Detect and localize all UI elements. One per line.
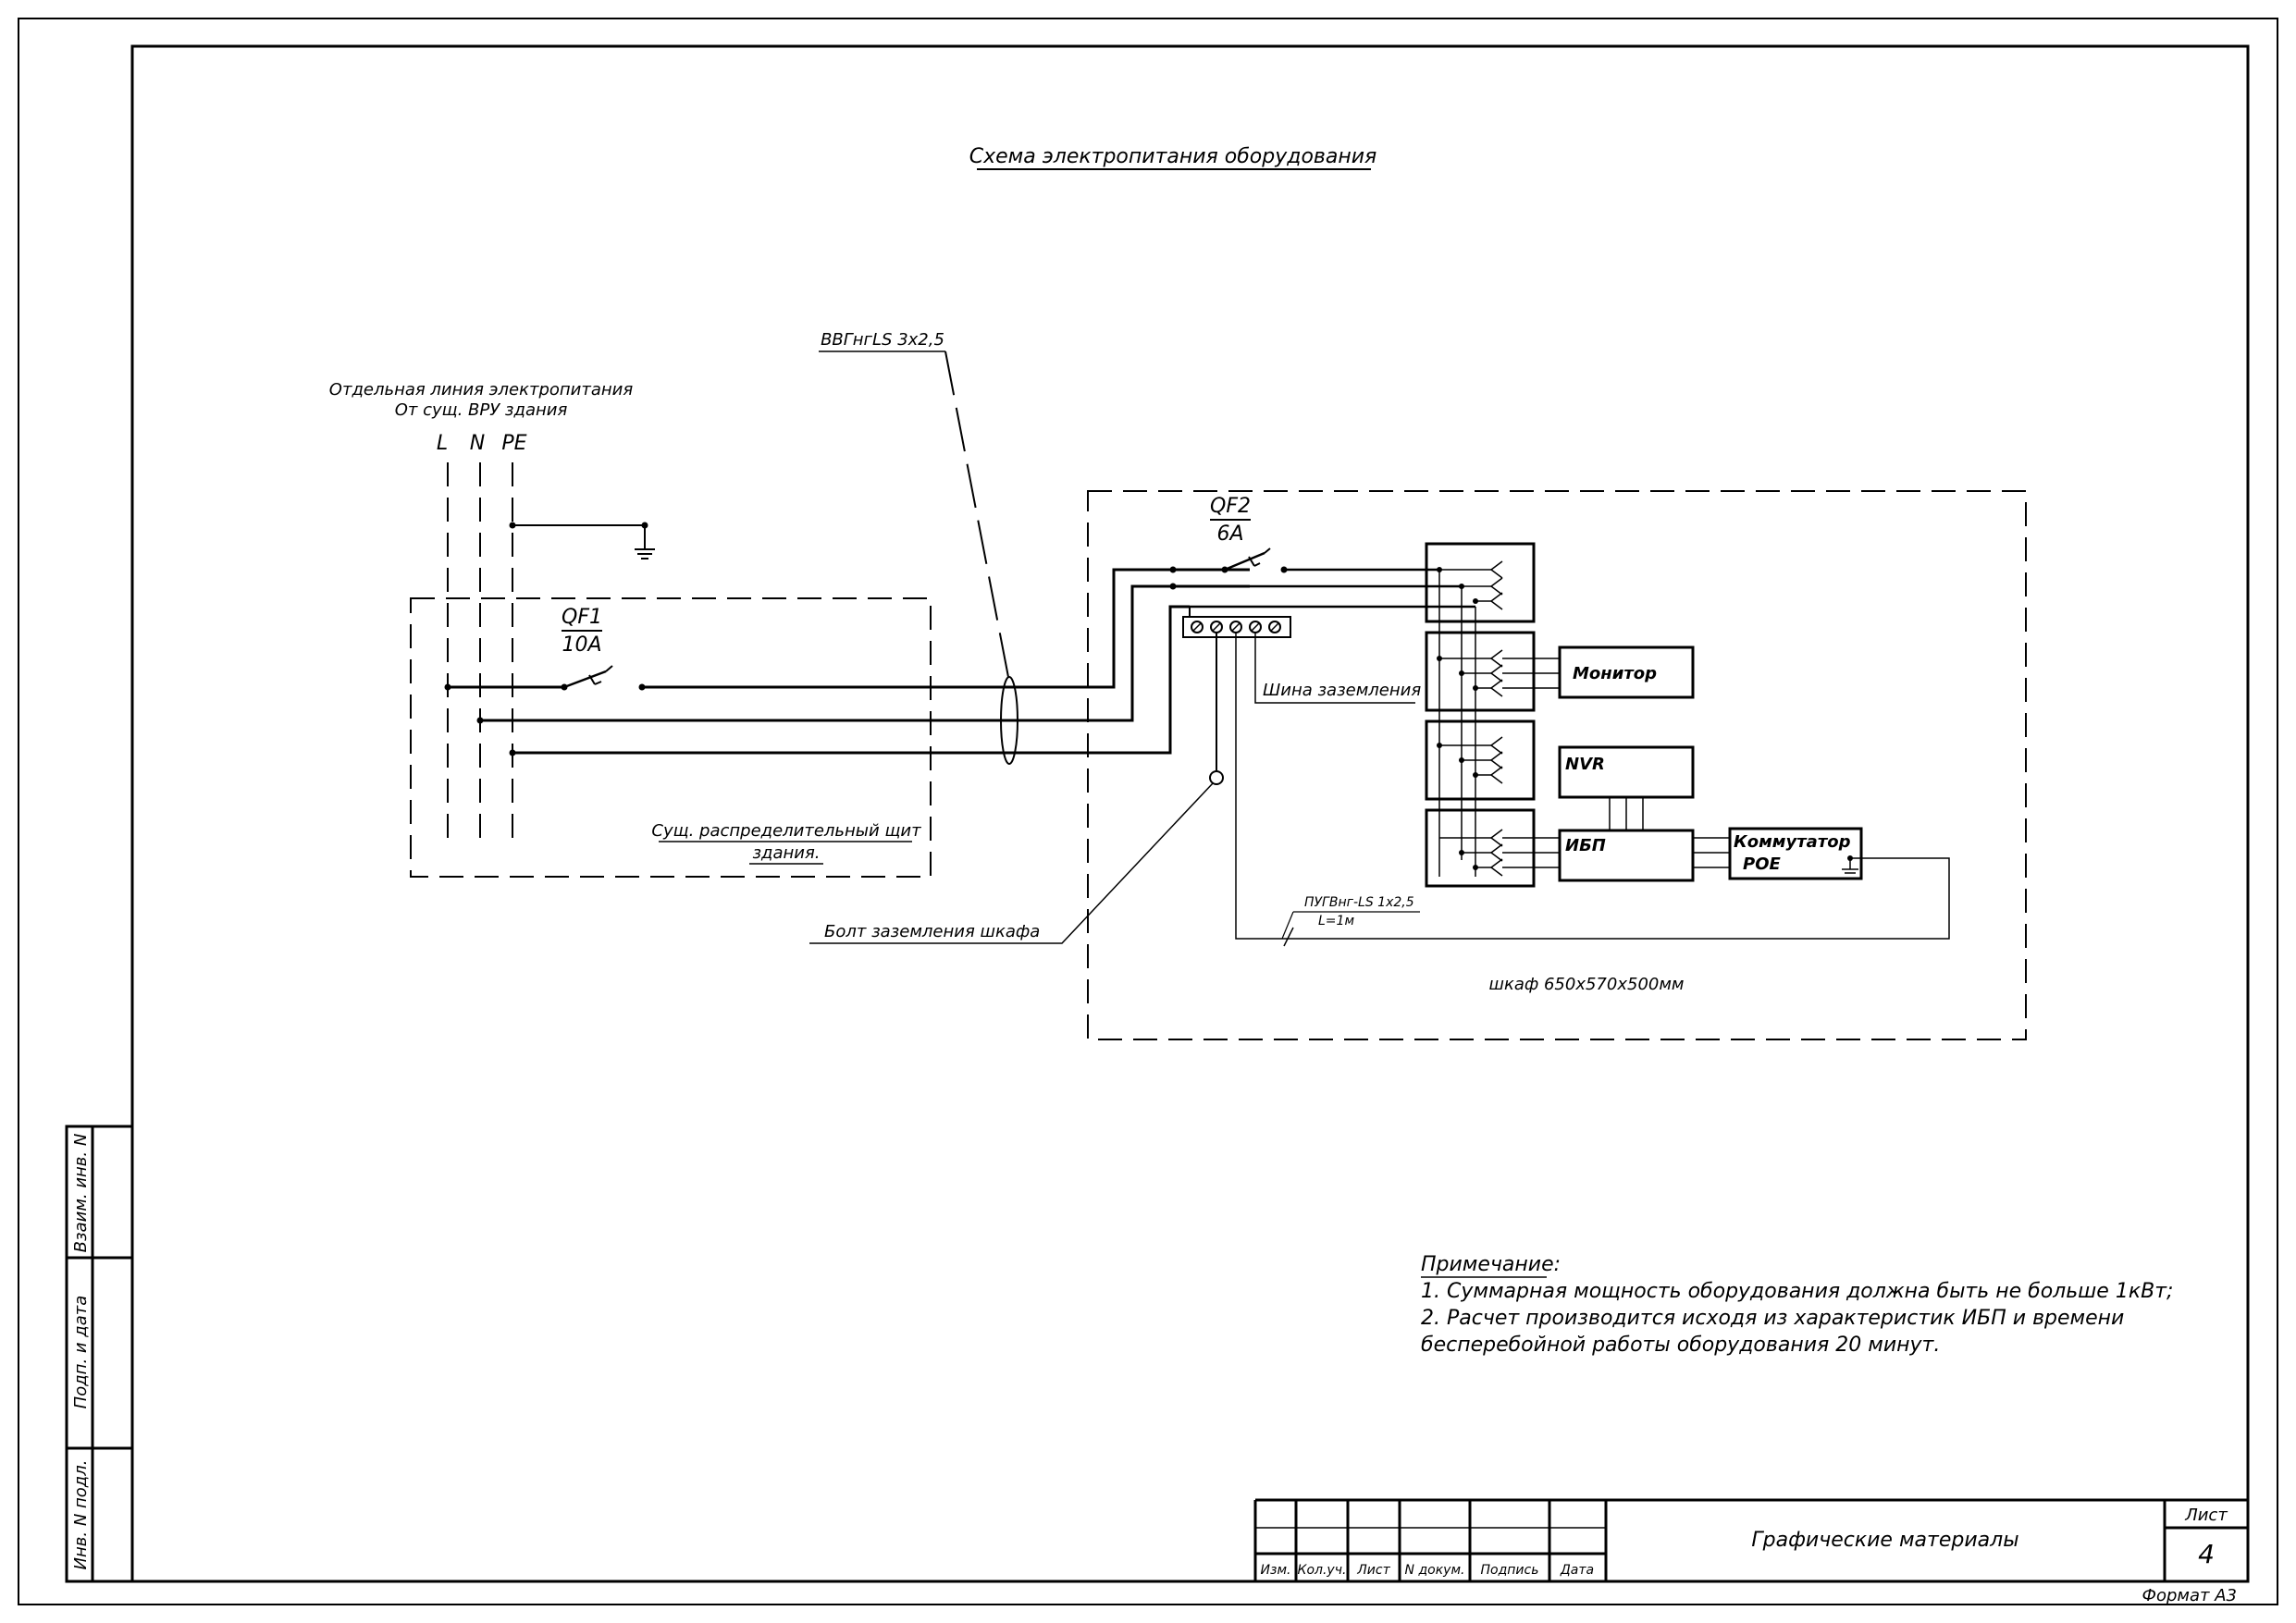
ground-bus	[1182, 616, 1291, 638]
tb-header-data: Дата	[1560, 1563, 1594, 1578]
nvr-label: NVR	[1565, 755, 1605, 774]
monitor-feed	[1502, 658, 1560, 689]
qf1-rating: 10А	[562, 633, 601, 657]
tb-document-name: Графические материалы	[1751, 1529, 2018, 1552]
ground-bus-label: Шина заземления	[1263, 681, 1421, 700]
cabinet-box	[1087, 490, 2027, 1040]
qf1-name: QF1	[562, 606, 602, 629]
ups-feed	[1502, 837, 1560, 868]
title-block-grid	[1253, 1498, 2248, 1581]
tb-header-list: Лист	[1356, 1563, 1390, 1578]
tb-sheet-label: Лист	[2184, 1506, 2228, 1525]
phase-L-label: L	[437, 432, 448, 455]
inner-frame	[130, 44, 2250, 1583]
cabinet-label: шкаф 650х570х500мм	[1488, 975, 1684, 994]
pe-cable-length: L=1м	[1318, 914, 1354, 928]
distribution-dots	[1437, 567, 1478, 870]
note-line1: 1. Суммарная мощность оборудования должн…	[1421, 1280, 2173, 1303]
pe-junction-dot	[509, 522, 516, 529]
ups-switch-link	[1693, 837, 1730, 868]
poe-switch-label-line1: Коммутатор	[1734, 832, 1851, 852]
ground-bolt-label: Болт заземления шкафа	[824, 922, 1040, 941]
format-label: Формат А3	[2142, 1586, 2237, 1605]
tb-header-izm: Изм.	[1261, 1563, 1291, 1578]
ground-icon	[635, 548, 655, 559]
tb-header-podpis: Подпись	[1481, 1563, 1539, 1578]
bolt-leader	[809, 782, 1214, 944]
monitor-label: Монитор	[1573, 664, 1657, 683]
ups-label: ИБП	[1565, 836, 1606, 855]
phase-N-label: N	[470, 432, 485, 455]
pe-cable-tick	[1283, 927, 1294, 947]
cable-main-label: ВВГнгLS 3х2,5	[821, 330, 944, 350]
socket-block-4	[1425, 808, 1536, 888]
bus-leader	[1254, 633, 1415, 704]
tb-header-kolch: Кол.уч.	[1298, 1563, 1347, 1578]
side-stamp	[65, 1125, 134, 1583]
cable-main-leader	[944, 350, 1009, 678]
pe-cable-switch	[1235, 633, 1950, 940]
supply-label-line2: От сущ. ВРУ здания	[395, 400, 568, 420]
supply-label-line1: Отдельная линия электропитания	[329, 380, 634, 400]
tb-sheet-number: 4	[2198, 1539, 2215, 1569]
pe-cable-type: ПУГВнг-LS 1х2,5	[1304, 895, 1414, 910]
socket-fork-icons	[1439, 560, 1503, 877]
note-heading: Примечание:	[1421, 1253, 1561, 1276]
nvr-ups-link	[1609, 797, 1644, 830]
building-panel-box	[410, 597, 932, 878]
poe-switch-label-line2: POE	[1743, 855, 1781, 874]
panel-label-line1: Сущ. распределительный щит	[651, 821, 921, 841]
phase-PE-label: PE	[501, 432, 526, 455]
tb-header-ndok: N докум.	[1405, 1563, 1465, 1578]
socket-block-1	[1425, 542, 1536, 623]
side-stamp-cell3: Инв. N подл.	[71, 1460, 91, 1570]
socket-block-2	[1425, 631, 1536, 712]
note-line2: 2. Расчет производится исходя из характе…	[1421, 1307, 2124, 1330]
ground-bus-terminals	[1191, 621, 1281, 633]
qf2-name: QF2	[1210, 495, 1251, 518]
monitor-box	[1558, 646, 1695, 699]
cable-bundle-ellipse	[1000, 676, 1018, 765]
diagram-title: Схема электропитания оборудования	[969, 145, 1377, 168]
poe-switch-box	[1728, 827, 1863, 880]
side-stamp-cell2: Подп. и дата	[71, 1296, 91, 1409]
side-stamp-cell1: Взаим. инв. N	[71, 1134, 91, 1253]
note-line3: бесперебойной работы оборудования 20 мин…	[1421, 1334, 1940, 1357]
qf2-breaker-symbol	[1224, 547, 1271, 572]
pe-ground-dot	[641, 522, 648, 529]
qf1-breaker-symbol	[563, 665, 613, 689]
qf2-rating: 6А	[1216, 523, 1243, 546]
panel-label-line2: здания.	[752, 843, 820, 863]
socket-block-3	[1425, 719, 1536, 801]
outer-border	[18, 18, 2278, 1605]
ground-bolt	[1209, 770, 1224, 785]
wire-PE-main	[512, 605, 1190, 755]
